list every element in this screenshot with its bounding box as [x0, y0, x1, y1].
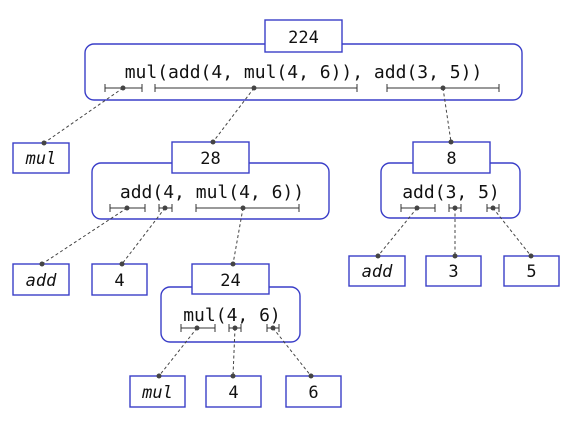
connector-inner-to-operator	[156, 325, 200, 379]
inner-operand-leaf-1: 4	[228, 383, 238, 403]
left-operand-leaf: 4	[114, 271, 124, 291]
inner-operator-leaf-box	[129, 375, 186, 408]
inner-value: 24	[220, 271, 240, 291]
left-value: 28	[200, 149, 220, 169]
root-expression: mul(add(4, mul(4, 6)), add(3, 5))	[125, 62, 483, 83]
inner-expression: mul(4, 6)	[183, 305, 281, 326]
right-operand-brackets	[400, 204, 500, 212]
right-expression: add(3, 5)	[402, 182, 500, 203]
connector-left-to-operator	[39, 205, 130, 267]
connector-left-to-operand	[119, 205, 168, 267]
inner-value-box	[191, 263, 270, 295]
root-operator-leaf: mul	[25, 149, 57, 169]
right-value: 8	[446, 149, 456, 169]
left-operand-brackets	[109, 204, 300, 212]
inner-operand-leaf-box-1	[205, 375, 262, 408]
right-value-box	[412, 141, 491, 174]
connector-root-to-operator	[41, 85, 126, 146]
connector-right-to-operand-1	[452, 205, 458, 259]
inner-operator-leaf: mul	[141, 383, 173, 403]
connector-inner-to-operand-2	[270, 325, 314, 379]
connector-left-to-inner	[230, 205, 246, 267]
inner-operand-leaf-2: 6	[308, 383, 318, 403]
right-operand-leaf-box-2	[503, 255, 560, 287]
connector-right-to-operator	[375, 205, 420, 259]
connector-root-to-left	[210, 85, 257, 145]
left-expression: add(4, mul(4, 6))	[120, 182, 304, 203]
left-operator-leaf-box	[12, 263, 70, 296]
right-operand-leaf-box-1	[425, 255, 482, 287]
connector-root-to-right	[440, 85, 454, 145]
connector-inner-to-operand-1	[230, 325, 238, 379]
right-operand-leaf-2: 5	[526, 262, 536, 282]
right-operand-leaf-1: 3	[448, 262, 458, 282]
root-value: 224	[288, 28, 319, 48]
inner-operand-leaf-box-2	[285, 375, 342, 408]
root-operator-leaf-box	[12, 142, 70, 174]
left-arg2-bracket	[195, 204, 300, 212]
right-operator-leaf: add	[362, 262, 393, 282]
right-operator-leaf-box	[348, 255, 406, 287]
connector-right-to-operand-2	[490, 205, 534, 259]
root-value-box	[264, 19, 343, 53]
left-operator-leaf: add	[26, 271, 57, 291]
